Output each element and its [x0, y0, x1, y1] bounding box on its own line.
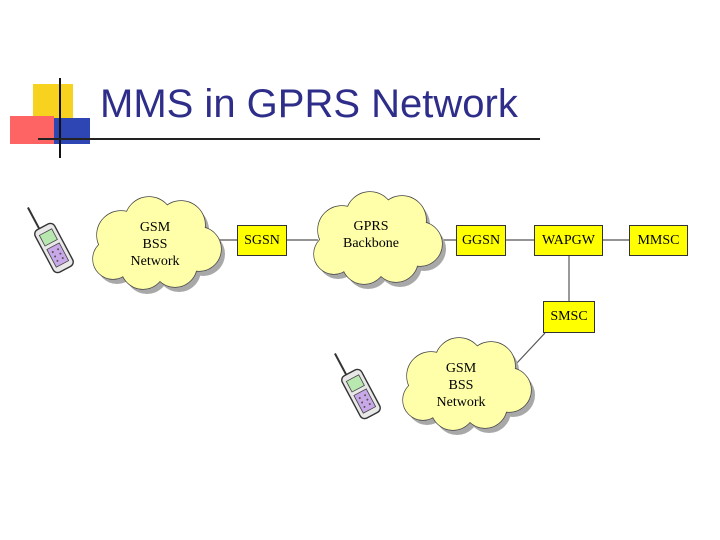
- node-wapgw[interactable]: WAPGW: [534, 225, 603, 256]
- node-smsc[interactable]: SMSC: [543, 301, 595, 333]
- mobile-phone-icon: [334, 353, 381, 420]
- node-sgsn[interactable]: SGSN: [237, 225, 287, 256]
- cloud-label-line: BSS: [448, 378, 474, 393]
- cloud-label-line: GSM: [445, 361, 477, 376]
- cloud-label-gsm-bss-bottom: GSM BSS Network: [421, 360, 501, 411]
- cloud-label-line: Network: [130, 254, 180, 269]
- cloud-label-line: BSS: [142, 237, 168, 252]
- node-mmsc[interactable]: MMSC: [629, 225, 688, 256]
- cloud-label-gsm-bss-top: GSM BSS Network: [115, 219, 195, 270]
- page-title: MMS in GPRS Network: [100, 82, 518, 126]
- cloud-label-line: Backbone: [343, 236, 399, 251]
- cloud-label-line: Network: [436, 395, 486, 410]
- cloud-label-line: GSM: [139, 220, 171, 235]
- node-ggsn[interactable]: GGSN: [456, 225, 506, 256]
- cloud-label-line: GPRS: [353, 219, 389, 234]
- link-smsc-gsm: [515, 332, 546, 365]
- mobile-phone-icon: [27, 207, 74, 274]
- cloud-label-gprs-backbone: GPRS Backbone: [331, 218, 411, 252]
